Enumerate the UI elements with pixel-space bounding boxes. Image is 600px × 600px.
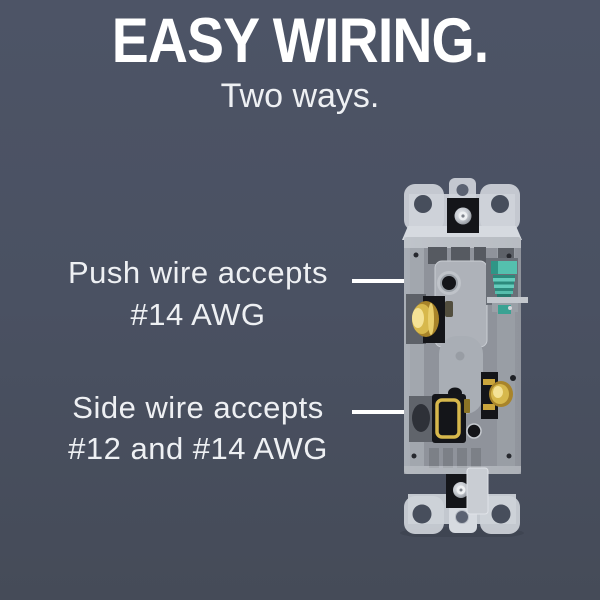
bottom-mounting-strap <box>404 494 520 534</box>
ground-clamp <box>487 297 528 303</box>
push-wire-hole <box>437 271 461 295</box>
strap-top-left-hole <box>414 195 432 213</box>
right-brass-terminal-screw <box>481 372 516 419</box>
release-slot <box>445 301 453 317</box>
strap-bottom-center-hole <box>455 510 469 524</box>
strap-bottom-left-hole <box>412 504 432 524</box>
push-wire-callout-line1: Push wire accepts <box>67 255 329 290</box>
side-wire-leader-line <box>352 410 412 414</box>
switch-body <box>404 237 528 474</box>
strap-top-center-hole <box>456 184 469 196</box>
side-wire-terminal <box>409 394 470 443</box>
subheadline: Two ways. <box>220 77 380 115</box>
product-photo-switch-back <box>395 172 540 537</box>
left-brass-terminal-screw <box>406 294 445 344</box>
headline: EASY WIRING. <box>111 6 489 76</box>
side-wire-callout-line1: Side wire accepts <box>72 390 324 425</box>
strap-bottom-right-hole <box>491 504 511 524</box>
push-wire-callout-line2: #14 AWG <box>130 297 266 332</box>
side-wire-callout-line2: #12 and #14 AWG <box>68 431 328 466</box>
bottom-mounting-screw <box>446 467 489 515</box>
ground-screw <box>486 258 528 314</box>
breakoff-tab <box>466 467 489 515</box>
side-wire-callout: Side wire accepts #12 and #14 AWG <box>40 387 356 469</box>
top-mounting-screw <box>447 198 479 233</box>
strap-top-right-hole <box>491 195 509 213</box>
lower-wire-hole <box>466 423 482 439</box>
bottom-vents <box>429 448 481 468</box>
push-wire-callout: Push wire accepts #14 AWG <box>40 252 356 336</box>
push-wire-leader-line <box>352 279 442 283</box>
